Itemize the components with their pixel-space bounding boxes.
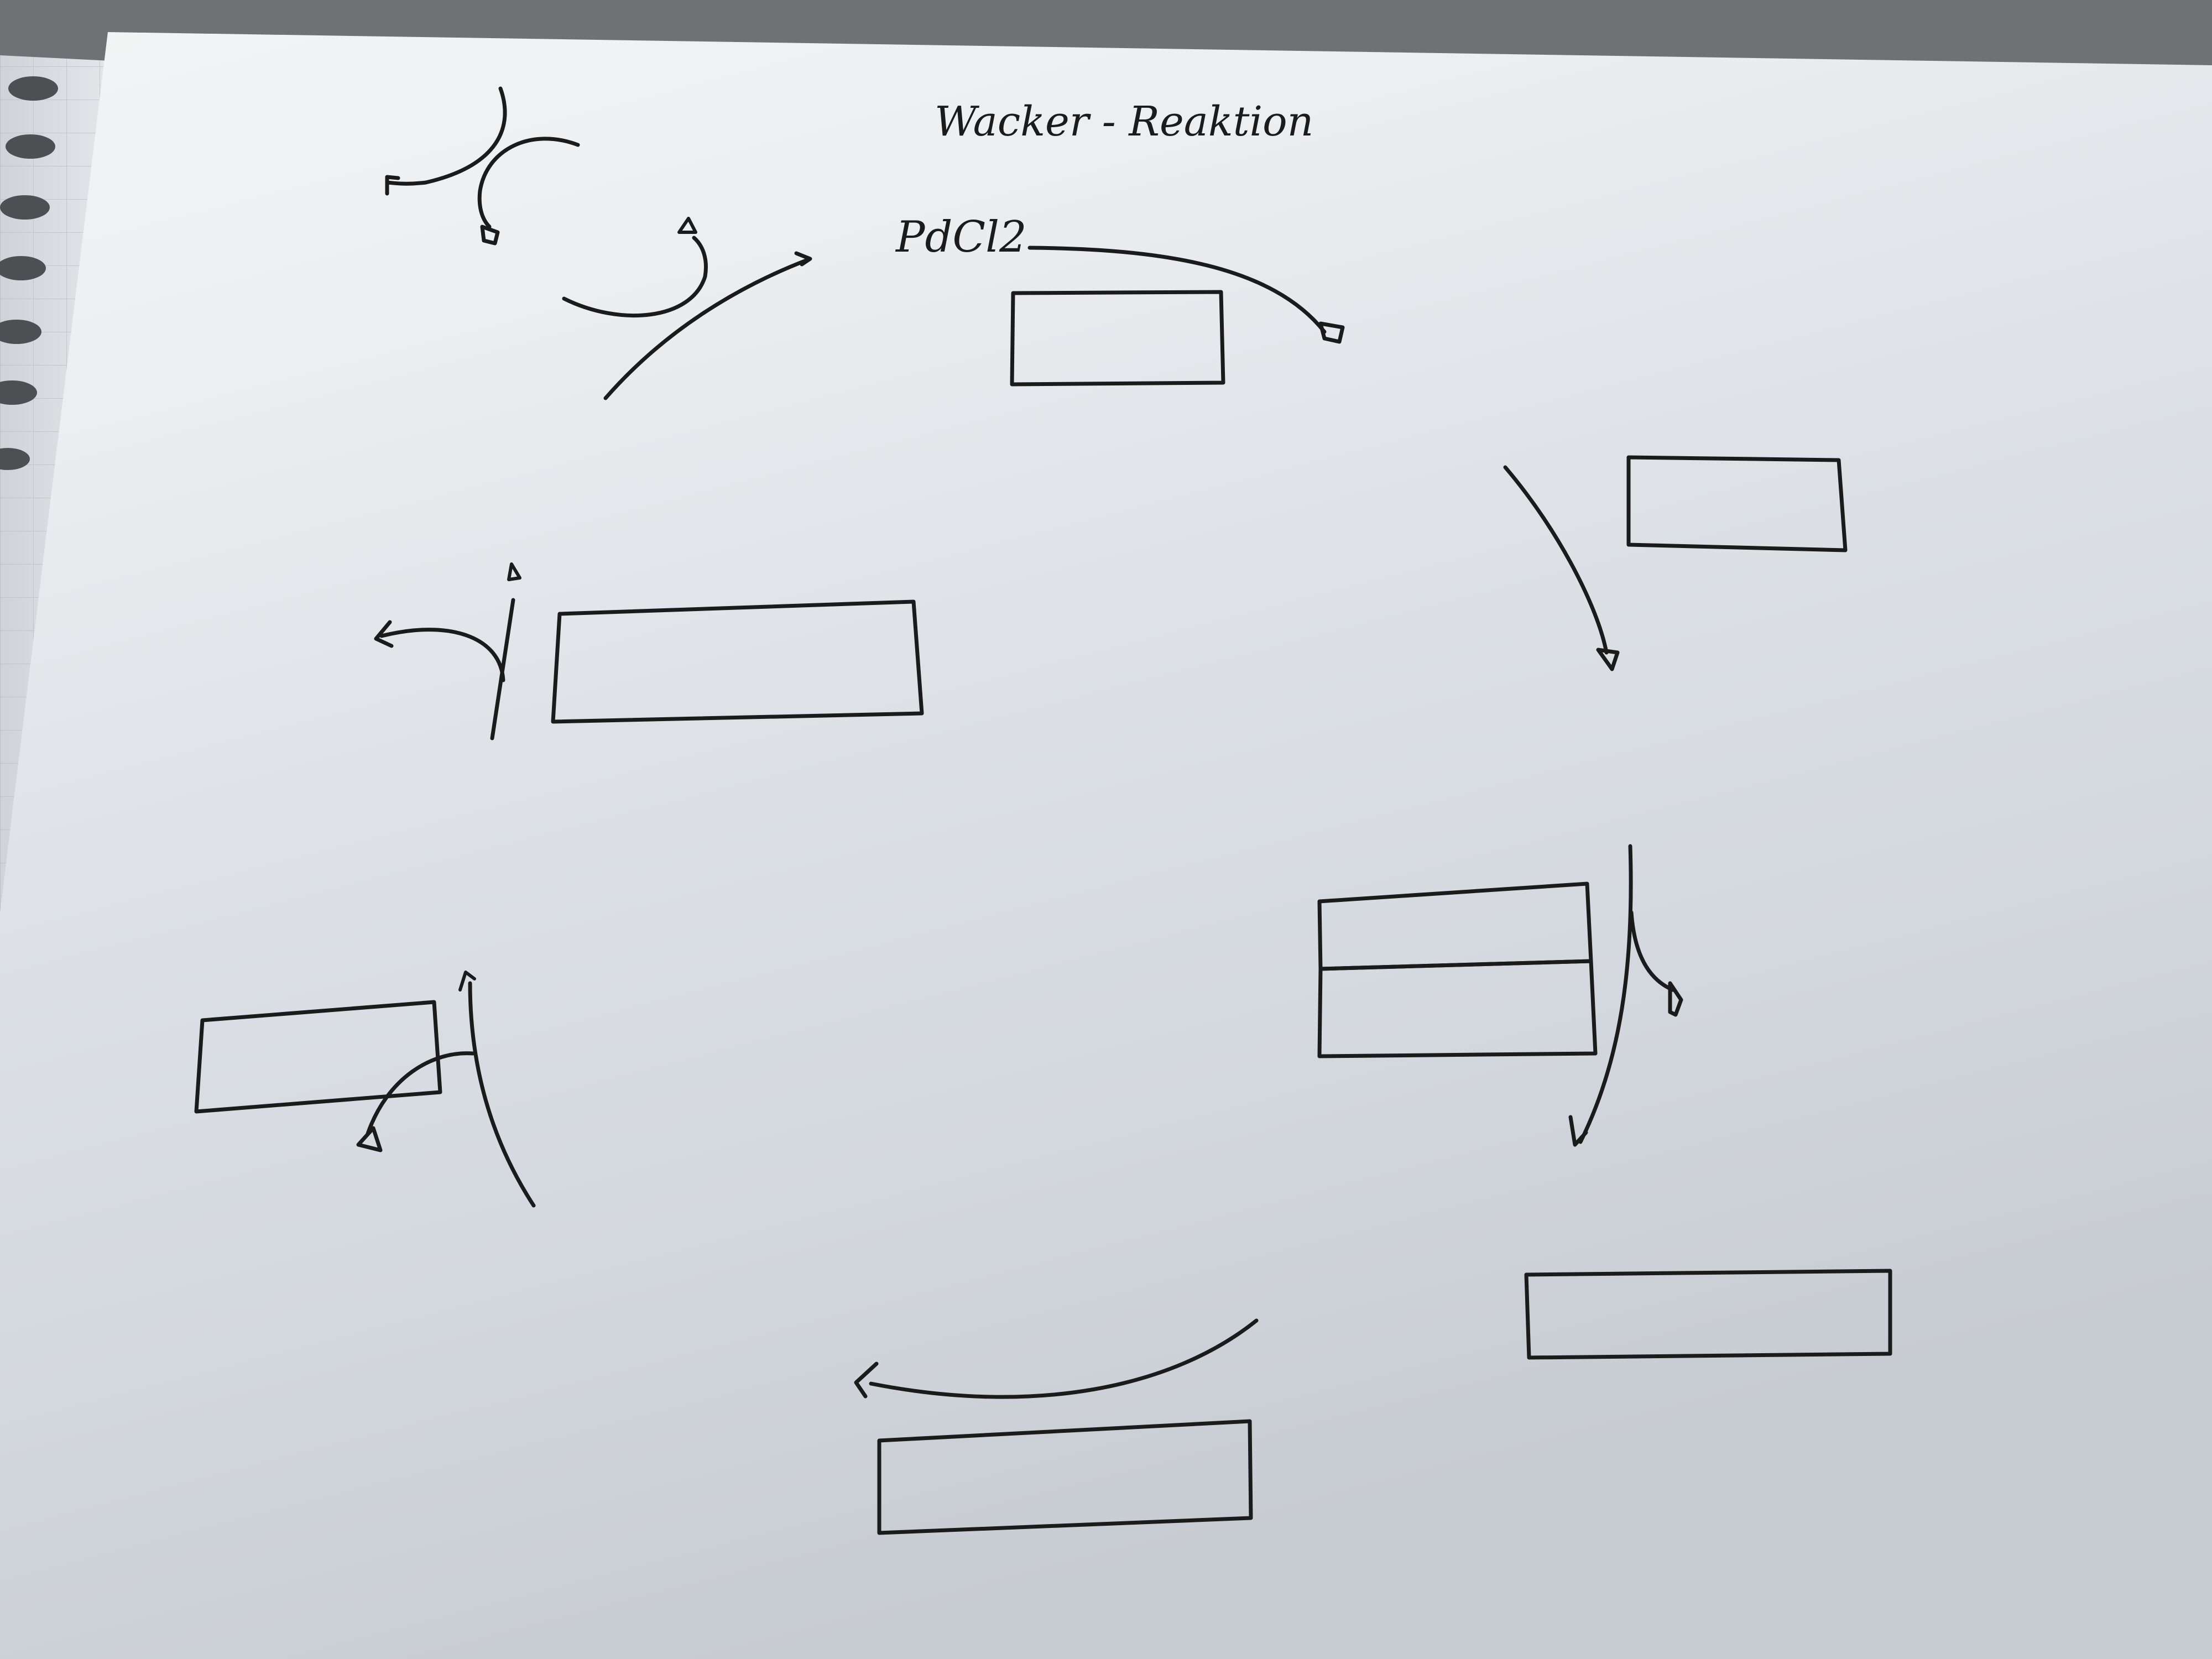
branch-arrow-top-left [385, 86, 580, 246]
diagram-title: Wacker - Reaktion [935, 98, 1313, 145]
crossing-arrows-upper-left [562, 217, 812, 400]
spiral-binding [0, 76, 58, 470]
box-upper-left-wide [551, 599, 924, 724]
arrow-top-arc [1027, 246, 1345, 344]
box-bottom-center [877, 1419, 1253, 1535]
arrow-right-upper [1503, 465, 1620, 671]
box-lower-right [1524, 1269, 1892, 1360]
branch-arrow-upper-left [374, 562, 521, 740]
arrow-bottom-arc [854, 1318, 1259, 1399]
blank-boxes [194, 290, 1892, 1535]
branch-arrow-lower-left [356, 971, 536, 1208]
box-top-center [1010, 290, 1225, 387]
cycle-arrows [356, 86, 1683, 1399]
box-top-right [1626, 455, 1848, 552]
paper-sheet [0, 32, 2212, 1659]
catalyst-label: PdCl2 [895, 212, 1027, 262]
box-lower-left [194, 1000, 442, 1114]
box-right-stacked-bottom [1317, 959, 1598, 1058]
branch-arrow-right [1568, 844, 1683, 1147]
